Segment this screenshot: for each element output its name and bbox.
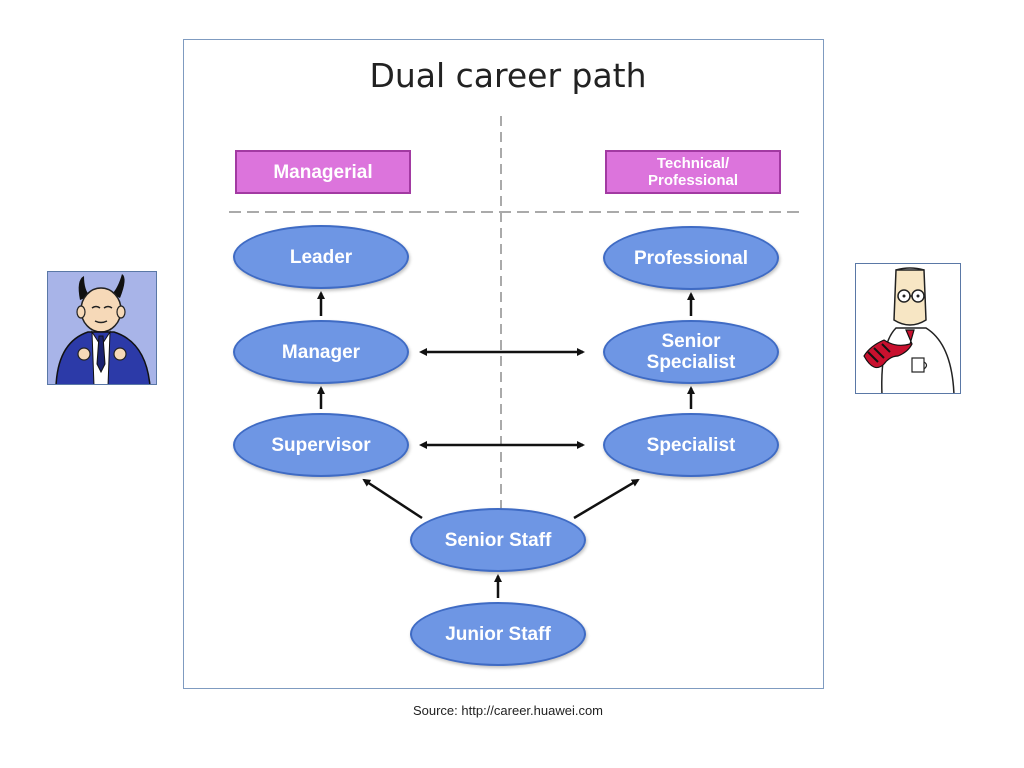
edge-senior-staff-to-specialist: [573, 478, 640, 520]
node-leader: Leader: [233, 225, 409, 289]
diagram-title-wrap: Dual career path: [0, 56, 1024, 95]
node-professional: Professional: [603, 226, 779, 290]
edge-senior-staff-to-supervisor: [362, 478, 423, 520]
node-senior-staff: Senior Staff: [410, 508, 586, 572]
track-header-managerial: Managerial: [235, 150, 411, 194]
node-supervisor: Supervisor: [233, 413, 409, 477]
source-citation: Source: http://career.huawei.com: [412, 703, 604, 718]
node-senior-specialist: Senior Specialist: [603, 320, 779, 384]
node-junior-staff: Junior Staff: [410, 602, 586, 666]
diagram-title: Dual career path: [369, 56, 647, 95]
boss-cartoon-image: [47, 271, 157, 385]
node-specialist: Specialist: [603, 413, 779, 477]
engineer-cartoon-image: [855, 263, 961, 394]
track-header-technical: Technical/ Professional: [605, 150, 781, 194]
node-manager: Manager: [233, 320, 409, 384]
